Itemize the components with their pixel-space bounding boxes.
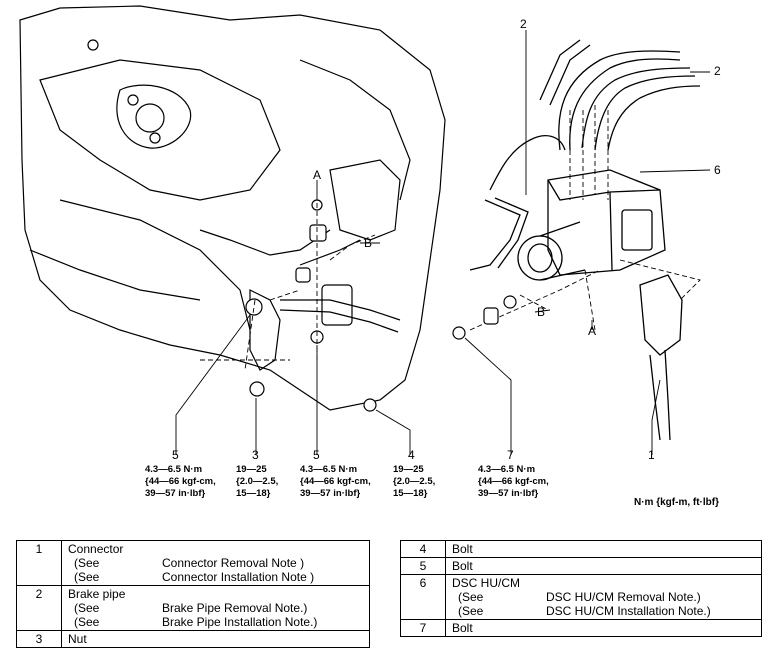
mount-bushing-mid — [295, 267, 311, 283]
note-link[interactable]: Connector Removal Note ) — [162, 556, 305, 570]
callout-6: 6 — [714, 163, 721, 177]
bolt-4 — [363, 398, 377, 412]
torque-spec-5-left: 4.3—6.5 N·m {44—66 kgf-cm, 39—57 in·lbf} — [145, 464, 216, 499]
mount-bushing-right — [483, 307, 499, 325]
torque-spec-3: 19—25 {2.0—2.5, 15—18} — [236, 464, 279, 499]
connector-body — [639, 274, 683, 356]
callout-a-right: A — [588, 324, 597, 338]
body-outline — [19, 5, 446, 411]
pump-motor — [517, 235, 563, 281]
part-name: Nut — [61, 630, 370, 648]
part-number: 7 — [400, 619, 446, 637]
callout-b-right: B — [537, 305, 546, 319]
table-row: 4 Bolt — [400, 540, 762, 558]
callout-2-right: 2 — [714, 64, 721, 78]
bolt-7 — [452, 326, 466, 340]
torque-spec-5-center: 4.3—6.5 N·m {44—66 kgf-cm, 39—57 in·lbf} — [300, 464, 371, 499]
callout-b-left: B — [364, 236, 373, 250]
callout-2-upper: 2 — [520, 17, 527, 31]
torque-spec-4: 19—25 {2.0—2.5, 15—18} — [393, 464, 436, 499]
callout-7: 7 — [507, 448, 514, 462]
part-number: 1 — [16, 540, 62, 586]
callout-1: 1 — [648, 448, 655, 462]
hydraulic-unit-body — [547, 169, 666, 276]
part-name: Bolt — [445, 540, 762, 558]
nut-3 — [249, 381, 265, 397]
callout-3: 3 — [252, 448, 259, 462]
part-number: 6 — [400, 574, 446, 620]
note-link[interactable]: Brake Pipe Installation Note.) — [162, 615, 318, 629]
note-link[interactable]: DSC HU/CM Installation Note.) — [546, 604, 711, 618]
note-link[interactable]: Connector Installation Note ) — [162, 570, 315, 584]
part-number: 3 — [16, 630, 62, 648]
mount-bushing-top — [309, 224, 327, 242]
table-row: 7 Bolt — [400, 619, 762, 637]
part-name: Bolt — [445, 619, 762, 637]
table-row: 5 Bolt — [400, 557, 762, 575]
torque-spec-7: 4.3—6.5 N·m {44—66 kgf-cm, 39—57 in·lbf} — [478, 464, 549, 499]
bolt-b-right — [503, 295, 517, 309]
callout-a-left: A — [313, 168, 322, 182]
part-name: Brake pipe — [68, 587, 126, 601]
table-row: 3 Nut — [16, 630, 370, 648]
part-number: 4 — [400, 540, 446, 558]
callout-5-center: 5 — [313, 448, 320, 462]
part-name: Bolt — [445, 557, 762, 575]
torque-unit-label: N·m {kgf-m, ft·lbf} — [634, 497, 719, 508]
exploded-view-drawing — [19, 5, 711, 455]
callout-5-left: 5 — [172, 448, 179, 462]
bolt-5-left — [245, 298, 263, 316]
part-name: DSC HU/CM — [452, 576, 520, 590]
part-name: Connector — [68, 542, 124, 556]
note-link[interactable]: Brake Pipe Removal Note.) — [162, 601, 308, 615]
part-number: 2 — [16, 585, 62, 631]
part-number: 5 — [400, 557, 446, 575]
callout-4: 4 — [408, 448, 415, 462]
note-link[interactable]: DSC HU/CM Removal Note.) — [546, 590, 701, 604]
